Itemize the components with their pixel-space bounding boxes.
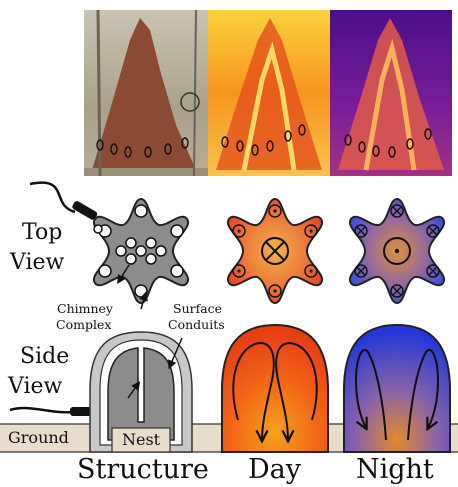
night-side-view (344, 325, 450, 452)
column-label-night: Night (356, 456, 434, 483)
surface-conduits-label-line2: Conduits (168, 318, 225, 332)
mound-photo (84, 10, 208, 176)
day-top-view (228, 199, 322, 303)
structure-top-view (94, 199, 188, 309)
probe-sensor-top (30, 183, 98, 221)
surface-conduits-label-line1: Surface (173, 302, 222, 316)
thermal-night-photo (330, 10, 452, 176)
nest-label: Nest (122, 432, 160, 448)
column-label-structure: Structure (77, 456, 209, 483)
column-label-day: Day (248, 456, 301, 483)
thermal-day-photo (208, 10, 330, 176)
probe-sensor-side (10, 407, 100, 416)
ground-label: Ground (8, 430, 69, 446)
chimney-complex-label-line2: Complex (56, 318, 111, 332)
side-view-label-line2: View (8, 376, 62, 398)
side-view-label-line1: Side (20, 346, 69, 368)
top-view-label-line2: View (10, 252, 64, 274)
night-top-view (350, 199, 444, 303)
top-view-label-line1: Top (22, 222, 62, 244)
chimney-complex-label-line1: Chimney (57, 302, 113, 316)
day-side-view (222, 325, 328, 452)
